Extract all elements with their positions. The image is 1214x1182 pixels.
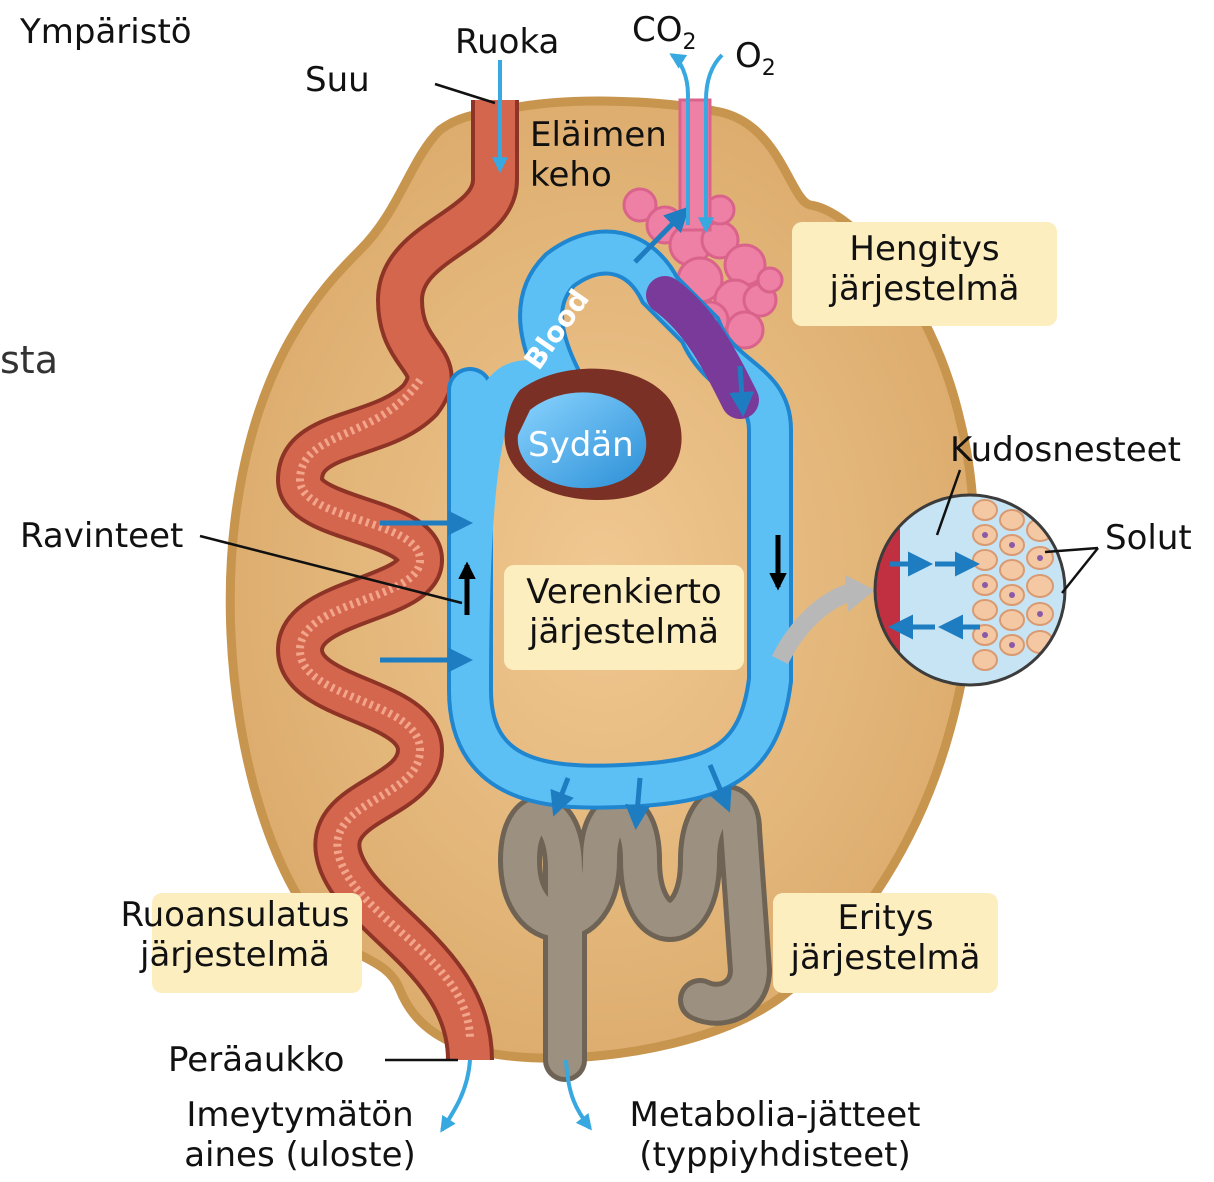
undigested-line1: Imeytymätön [150,1095,450,1135]
mouth-label: Suu [305,60,370,100]
anus-label: Peräaukko [168,1040,344,1080]
tissue-fluid-label: Kudosnesteet [950,430,1181,470]
environment-label: Ympäristö [20,12,192,52]
co2-subscript: 2 [683,30,697,55]
digestive-line2: järjestelmä [100,935,370,975]
animal-body-line2: keho [530,155,667,195]
respiratory-label: Hengitys järjestelmä [792,229,1057,309]
metabolic-line2: (typpiyhdisteet) [595,1135,955,1175]
circulatory-label: Verenkierto järjestelmä [504,572,744,652]
respiratory-line2: järjestelmä [792,269,1057,309]
animal-body-label: Eläimen keho [530,115,667,195]
food-label: Ruoka [455,22,559,62]
o2-subscript: 2 [762,56,776,81]
co2-label: CO2 [632,10,697,63]
o2-label: O2 [735,36,776,89]
animal-body-line1: Eläimen [530,115,667,155]
cells-label: Solut [1105,518,1192,558]
excretory-line1: Eritys [773,898,998,938]
o2-text: O [735,36,762,76]
cropped-text: sta [0,340,58,380]
respiratory-line1: Hengitys [792,229,1057,269]
metabolic-line1: Metabolia-jätteet [595,1095,955,1135]
digestive-label: Ruoansulatus järjestelmä [100,895,370,975]
metabolic-waste-label: Metabolia-jätteet (typpiyhdisteet) [595,1095,955,1175]
circulatory-line2: järjestelmä [504,612,744,652]
nutrients-label: Ravinteet [20,516,183,556]
undigested-line2: aines (uloste) [150,1135,450,1175]
circulatory-line1: Verenkierto [504,572,744,612]
co2-text: CO [632,10,683,50]
excretory-label: Eritys järjestelmä [773,898,998,978]
heart-label: Sydän [528,425,634,465]
undigested-label: Imeytymätön aines (uloste) [150,1095,450,1175]
digestive-line1: Ruoansulatus [100,895,370,935]
excretory-line2: järjestelmä [773,938,998,978]
